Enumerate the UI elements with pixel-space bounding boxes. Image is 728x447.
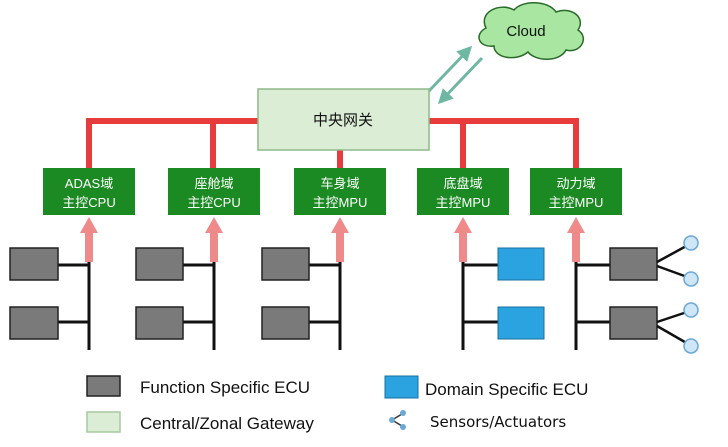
domain-body-line2: 主控MPU bbox=[313, 195, 368, 210]
domain-controller-adas: ADAS域 主控CPU bbox=[43, 168, 135, 215]
sensor-node bbox=[683, 338, 699, 354]
domain-adas-line1: ADAS域 bbox=[65, 176, 113, 191]
sensor-node bbox=[683, 271, 699, 287]
legend-domain-ecu-swatch bbox=[384, 375, 419, 399]
local-buses bbox=[58, 262, 610, 350]
function-ecu bbox=[9, 247, 59, 281]
sensor-node bbox=[683, 235, 699, 251]
domain-controller-chassis: 底盘域 主控MPU bbox=[417, 168, 509, 215]
legend-gateway-swatch bbox=[86, 411, 121, 433]
legend-function-ecu-label: Function Specific ECU bbox=[140, 378, 310, 397]
function-ecu bbox=[609, 306, 658, 340]
cloud-shape bbox=[478, 2, 584, 60]
function-ecu bbox=[261, 306, 310, 340]
domain-powertrain-line2: 主控MPU bbox=[549, 195, 604, 210]
up-arrow-chassis bbox=[454, 217, 472, 262]
domain-body-line1: 车身域 bbox=[320, 176, 359, 191]
legend-gateway-label: Central/Zonal Gateway bbox=[140, 414, 314, 433]
function-ecus bbox=[9, 247, 658, 340]
legend: Function Specific ECU Central/Zonal Gate… bbox=[86, 375, 588, 433]
domain-powertrain-line1: 动力域 bbox=[556, 176, 595, 191]
up-arrow-adas bbox=[80, 217, 98, 262]
function-ecu bbox=[9, 306, 59, 340]
domain-controller-powertrain: 动力域 主控MPU bbox=[530, 168, 622, 215]
domain-cockpit-line2: 主控CPU bbox=[187, 195, 240, 210]
up-arrow-powertrain bbox=[567, 217, 585, 262]
up-arrow-cockpit bbox=[205, 217, 223, 262]
domain-cockpit-line1: 座舱域 bbox=[194, 176, 233, 191]
function-ecu bbox=[135, 306, 184, 340]
central-gateway: 中央网关 bbox=[257, 88, 430, 151]
domain-ecus bbox=[497, 247, 545, 340]
function-ecu bbox=[135, 247, 184, 281]
downlink-arrow bbox=[437, 56, 484, 105]
domain-ecu bbox=[497, 306, 545, 340]
ethernet-bus bbox=[86, 118, 579, 168]
domain-ecu bbox=[497, 247, 545, 281]
domain-adas-line2: 主控CPU bbox=[62, 195, 115, 210]
cloud-label: Cloud bbox=[506, 23, 545, 40]
legend-function-ecu-swatch bbox=[86, 375, 121, 397]
gateway-box bbox=[257, 88, 430, 151]
domain-controller-cockpit: 座舱域 主控CPU bbox=[168, 168, 260, 215]
up-arrow-body bbox=[331, 217, 349, 262]
domain-controller-body: 车身域 主控MPU bbox=[294, 168, 386, 215]
cloud-node: Cloud bbox=[478, 2, 584, 60]
gateway-label: 中央网关 bbox=[313, 112, 373, 129]
sensor-node bbox=[683, 302, 699, 318]
function-ecu bbox=[261, 247, 310, 281]
domain-chassis-line1: 底盘域 bbox=[443, 176, 482, 191]
legend-domain-ecu-label: Domain Specific ECU bbox=[425, 380, 588, 399]
sensor-fanout bbox=[656, 235, 699, 354]
domain-chassis-line2: 主控MPU bbox=[436, 195, 491, 210]
function-ecu bbox=[609, 247, 658, 281]
uplink-arrow bbox=[426, 45, 473, 94]
share-icon bbox=[389, 410, 406, 430]
legend-sensors-label: Sensors/Actuators bbox=[430, 413, 566, 431]
upstream-arrows bbox=[80, 217, 585, 262]
